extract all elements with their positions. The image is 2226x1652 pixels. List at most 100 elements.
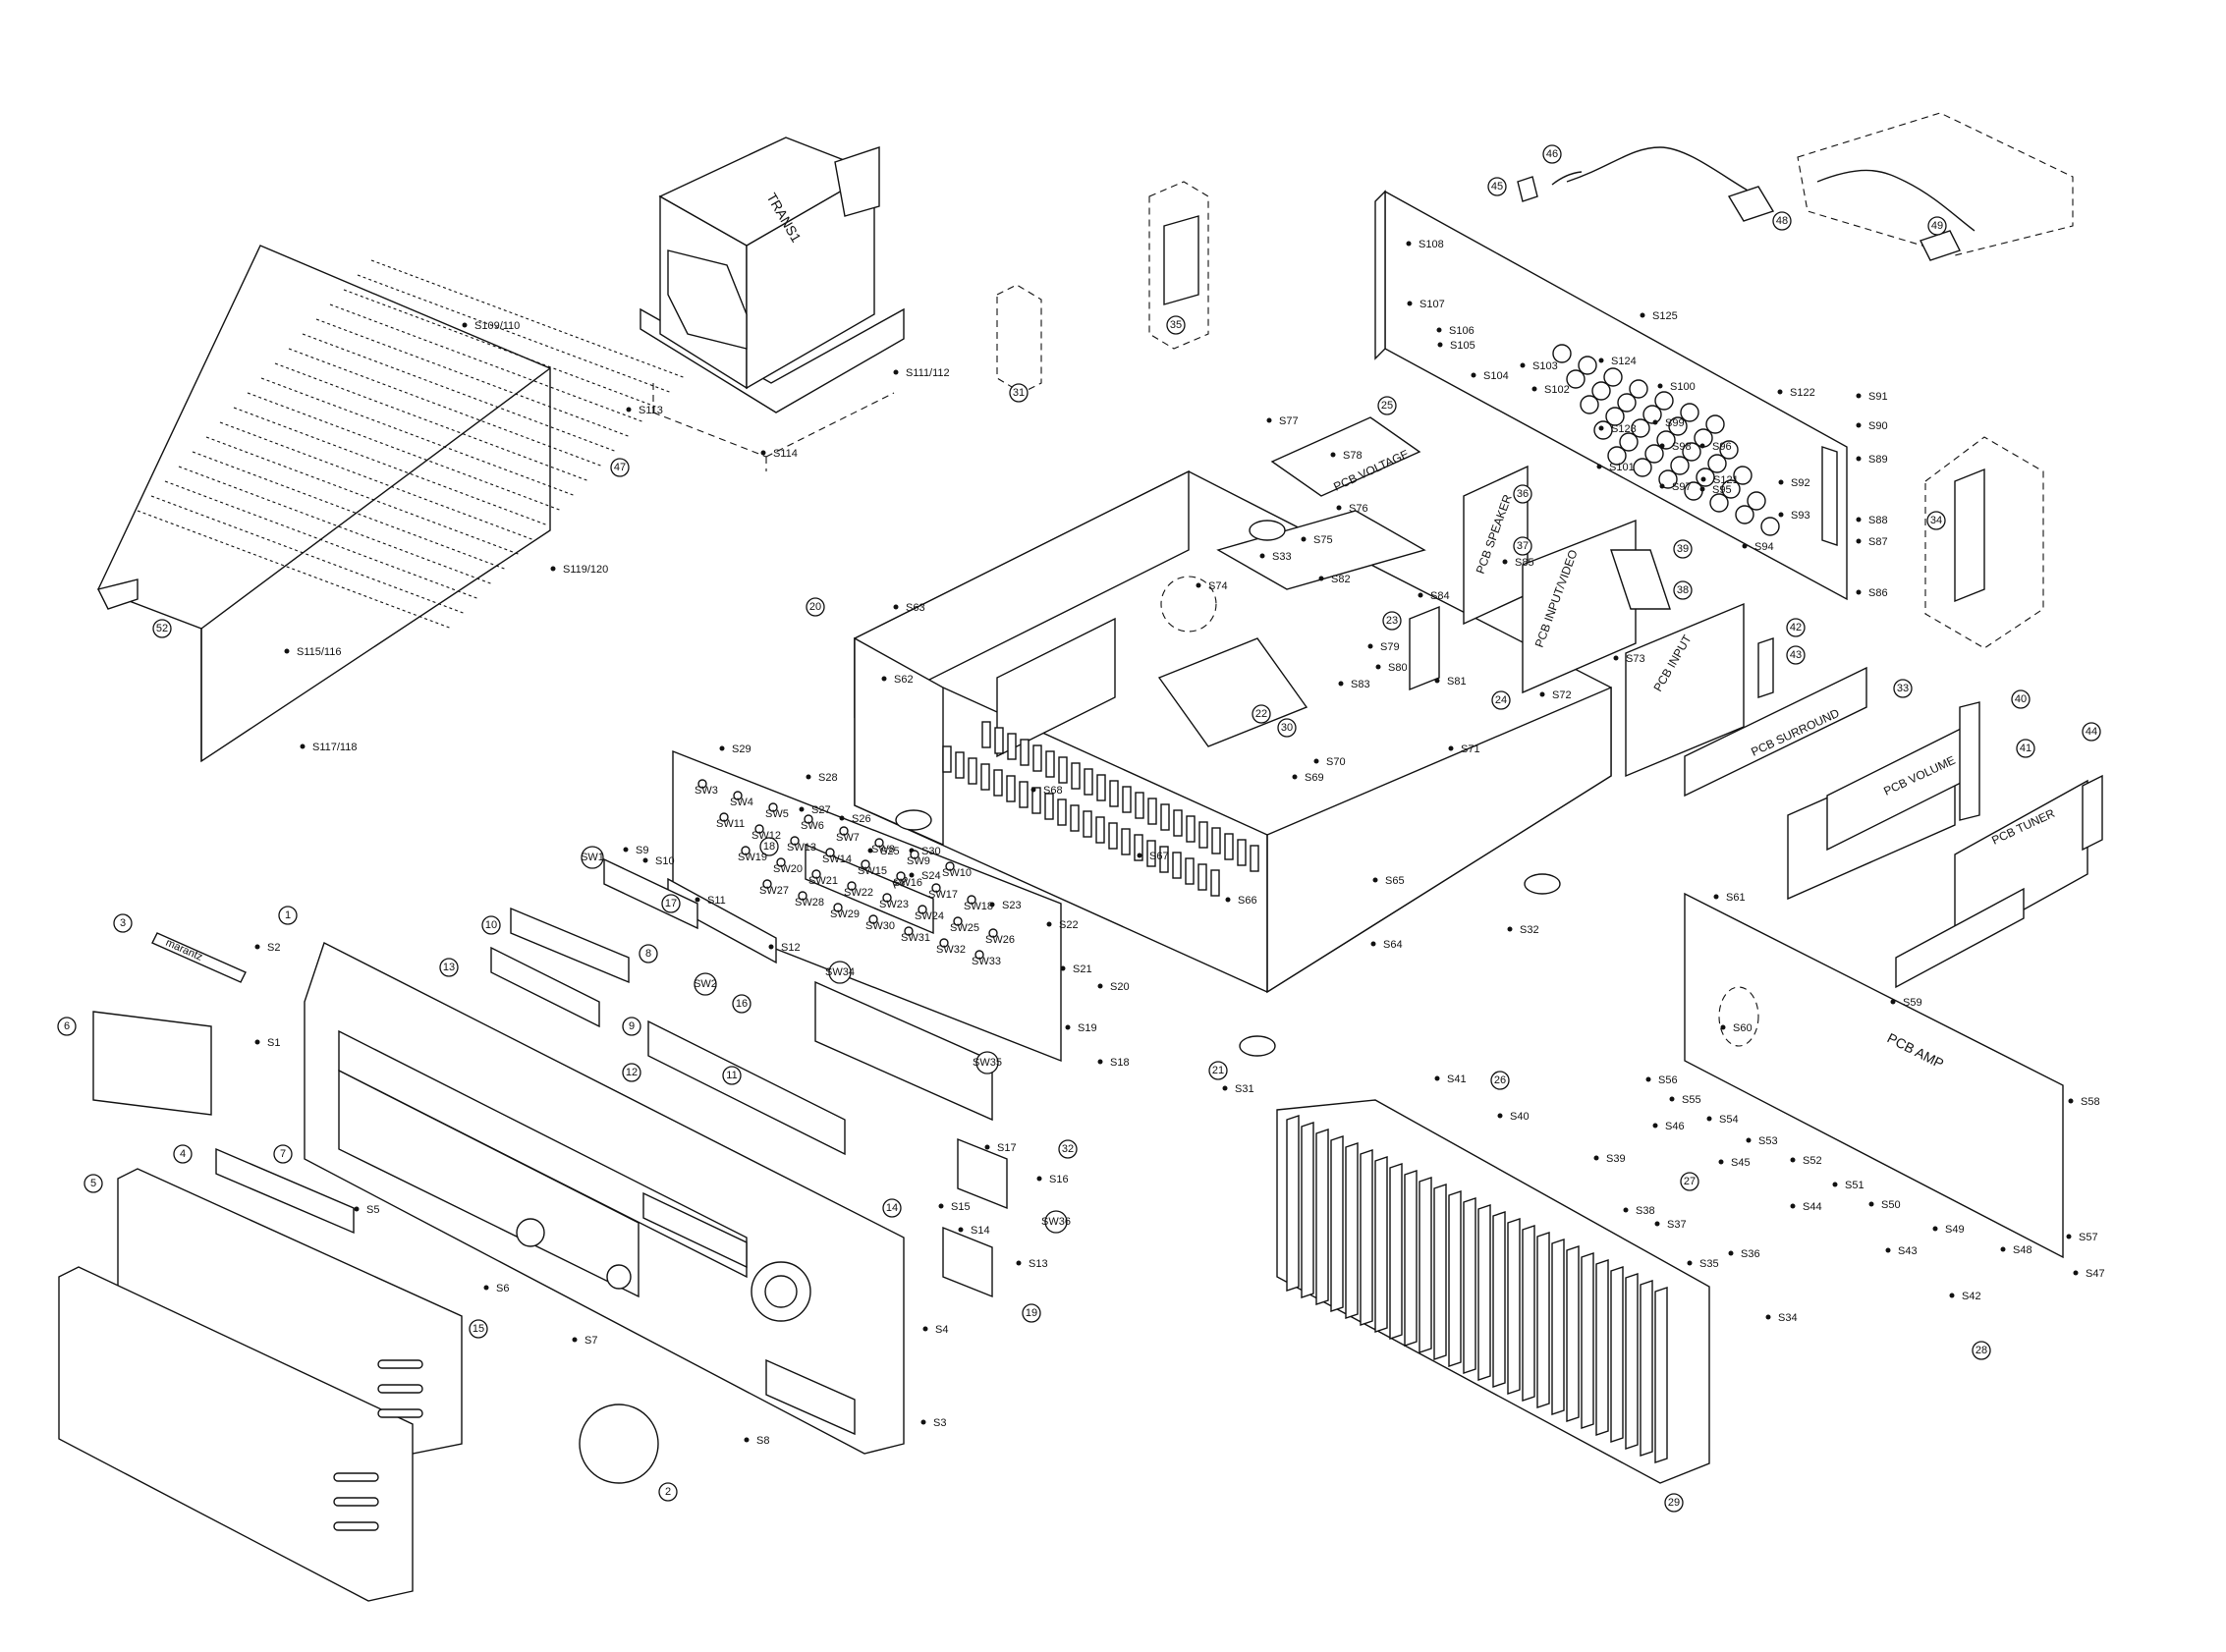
svg-text:SW5: SW5 bbox=[765, 808, 789, 820]
screw-s102: S102 bbox=[1531, 384, 1570, 396]
svg-text:46: 46 bbox=[1546, 148, 1558, 160]
switch-sw31: SW31 bbox=[901, 926, 930, 944]
callout-8: 8 bbox=[639, 944, 658, 964]
screw-s21: S21 bbox=[1060, 964, 1092, 975]
svg-text:S103: S103 bbox=[1532, 360, 1558, 372]
svg-text:27: 27 bbox=[1684, 1176, 1696, 1187]
callout-4: 4 bbox=[173, 1144, 193, 1164]
svg-text:S102: S102 bbox=[1544, 384, 1570, 396]
svg-text:36: 36 bbox=[1517, 488, 1529, 500]
switch-sw8: SW8 bbox=[871, 838, 895, 855]
switch-sw17: SW17 bbox=[928, 883, 958, 901]
switch-sw33: SW33 bbox=[972, 950, 1001, 967]
svg-text:S107: S107 bbox=[1419, 299, 1445, 310]
svg-text:S4: S4 bbox=[935, 1324, 948, 1336]
svg-text:37: 37 bbox=[1517, 540, 1529, 552]
svg-text:S36: S36 bbox=[1741, 1248, 1760, 1260]
screw-s8: S8 bbox=[744, 1435, 769, 1447]
svg-text:S87: S87 bbox=[1868, 536, 1888, 548]
screw-s9: S9 bbox=[623, 845, 648, 856]
svg-text:S113: S113 bbox=[639, 405, 663, 416]
screw-s77: S77 bbox=[1266, 415, 1299, 427]
screw-s44: S44 bbox=[1790, 1201, 1822, 1213]
svg-text:S32: S32 bbox=[1520, 924, 1539, 936]
screw-s55: S55 bbox=[1669, 1094, 1701, 1106]
svg-text:S48: S48 bbox=[2013, 1244, 2032, 1256]
svg-text:42: 42 bbox=[1790, 622, 1802, 633]
screw-s105: S105 bbox=[1437, 340, 1475, 352]
svg-text:S33: S33 bbox=[1272, 551, 1292, 563]
callout-sw35: SW35 bbox=[973, 1051, 1002, 1074]
screw-s92: S92 bbox=[1778, 477, 1810, 489]
callout-26: 26 bbox=[1490, 1071, 1510, 1090]
svg-text:S85: S85 bbox=[1515, 557, 1534, 569]
callout-22: 22 bbox=[1252, 704, 1271, 724]
callout-sw1: SW1 bbox=[581, 846, 604, 869]
svg-text:SW23: SW23 bbox=[879, 899, 909, 910]
callout-1: 1 bbox=[278, 906, 298, 925]
svg-text:SW33: SW33 bbox=[972, 956, 1001, 967]
svg-text:S47: S47 bbox=[2086, 1268, 2105, 1280]
screw-s15: S15 bbox=[938, 1201, 971, 1213]
switch-sw27: SW27 bbox=[759, 879, 789, 897]
svg-text:S37: S37 bbox=[1667, 1219, 1687, 1231]
screw-s64: S64 bbox=[1370, 939, 1403, 951]
svg-text:18: 18 bbox=[763, 841, 775, 853]
callout-2: 2 bbox=[658, 1482, 678, 1502]
screw-s109-110: S109/110 bbox=[462, 320, 520, 332]
callout-24: 24 bbox=[1491, 690, 1511, 710]
svg-text:32: 32 bbox=[1062, 1143, 1074, 1155]
callout-16: 16 bbox=[732, 994, 751, 1014]
screw-s85: S85 bbox=[1502, 557, 1534, 569]
svg-text:S108: S108 bbox=[1419, 239, 1444, 250]
screw-s69: S69 bbox=[1292, 772, 1324, 784]
switch-sw29: SW29 bbox=[830, 903, 860, 920]
screw-s123: S123 bbox=[1598, 423, 1637, 435]
svg-text:11: 11 bbox=[726, 1070, 737, 1081]
svg-text:S65: S65 bbox=[1385, 875, 1405, 887]
screw-s27: S27 bbox=[799, 804, 831, 816]
svg-text:S10: S10 bbox=[655, 855, 675, 867]
callout-sw34: SW34 bbox=[825, 961, 855, 984]
switch-sw32: SW32 bbox=[936, 938, 966, 956]
svg-text:S22: S22 bbox=[1059, 919, 1079, 931]
screw-s67: S67 bbox=[1137, 851, 1169, 862]
callout-41: 41 bbox=[2016, 739, 2035, 758]
svg-text:S97: S97 bbox=[1672, 481, 1692, 493]
svg-text:SW22: SW22 bbox=[844, 887, 873, 899]
screw-s71: S71 bbox=[1448, 743, 1480, 755]
svg-text:SW8: SW8 bbox=[871, 844, 895, 855]
svg-text:48: 48 bbox=[1776, 215, 1788, 227]
screw-s13: S13 bbox=[1016, 1258, 1048, 1270]
screw-s10: S10 bbox=[642, 855, 675, 867]
svg-text:S73: S73 bbox=[1626, 653, 1645, 665]
svg-text:SW12: SW12 bbox=[751, 830, 781, 842]
callout-47: 47 bbox=[610, 458, 630, 477]
screw-s106: S106 bbox=[1436, 325, 1475, 337]
svg-text:S124: S124 bbox=[1611, 356, 1637, 367]
screw-s37: S37 bbox=[1654, 1219, 1687, 1231]
svg-text:41: 41 bbox=[2020, 743, 2031, 754]
heatsink bbox=[1276, 1099, 1710, 1484]
svg-text:S20: S20 bbox=[1110, 981, 1130, 993]
svg-text:39: 39 bbox=[1677, 543, 1689, 555]
svg-text:S50: S50 bbox=[1881, 1199, 1901, 1211]
svg-text:38: 38 bbox=[1677, 584, 1689, 596]
svg-text:7: 7 bbox=[280, 1148, 286, 1160]
svg-text:SW30: SW30 bbox=[865, 920, 895, 932]
screw-s113: S113 bbox=[626, 405, 663, 416]
callout-33: 33 bbox=[1893, 679, 1913, 698]
screw-s84: S84 bbox=[1418, 590, 1450, 602]
svg-text:34: 34 bbox=[1930, 515, 1942, 526]
screw-s29: S29 bbox=[719, 743, 751, 755]
svg-text:S98: S98 bbox=[1672, 441, 1692, 453]
svg-text:S12: S12 bbox=[781, 942, 801, 954]
screw-s3: S3 bbox=[920, 1417, 946, 1429]
svg-text:S9: S9 bbox=[636, 845, 648, 856]
screw-s95: S95 bbox=[1699, 484, 1732, 496]
svg-text:S11: S11 bbox=[707, 895, 726, 907]
svg-text:SW27: SW27 bbox=[759, 885, 789, 897]
svg-text:S78: S78 bbox=[1343, 450, 1363, 462]
screw-s32: S32 bbox=[1507, 924, 1539, 936]
svg-text:S19: S19 bbox=[1078, 1022, 1097, 1034]
